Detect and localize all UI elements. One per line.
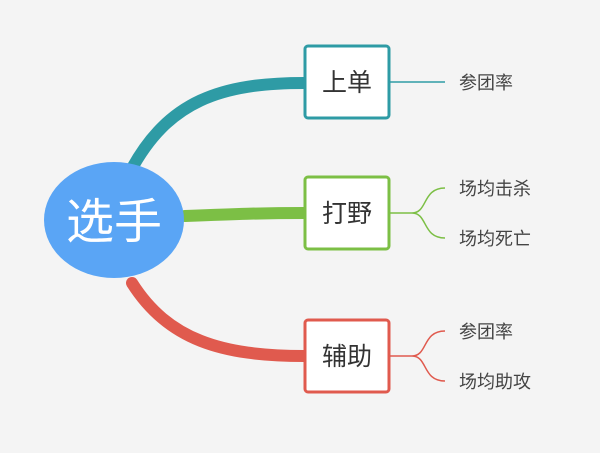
leaf-connector-middle (390, 187, 446, 239)
leaf-bottom-2[interactable]: 场均助攻 (459, 372, 531, 393)
connector-bottom (126, 277, 310, 362)
connector-top (124, 77, 310, 178)
leaf-top-1[interactable]: 参团率 (459, 73, 513, 94)
branch-node-bottom[interactable]: 辅助 (303, 318, 391, 394)
leaf-bottom-1[interactable]: 参团率 (459, 322, 513, 343)
branch-node-middle[interactable]: 打野 (303, 175, 391, 251)
leaf-connector-bottom (390, 330, 446, 382)
root-node[interactable]: 选手 (44, 162, 184, 278)
branch-node-top[interactable]: 上单 (303, 44, 391, 120)
connector-middle (179, 207, 310, 222)
root-label: 选手 (66, 194, 162, 250)
branch-label-top: 上单 (322, 68, 372, 97)
leaf-middle-2[interactable]: 场均死亡 (459, 229, 531, 250)
branch-label-middle: 打野 (322, 199, 372, 228)
branch-label-bottom: 辅助 (322, 342, 372, 371)
leaf-middle-1[interactable]: 场均击杀 (459, 179, 531, 200)
